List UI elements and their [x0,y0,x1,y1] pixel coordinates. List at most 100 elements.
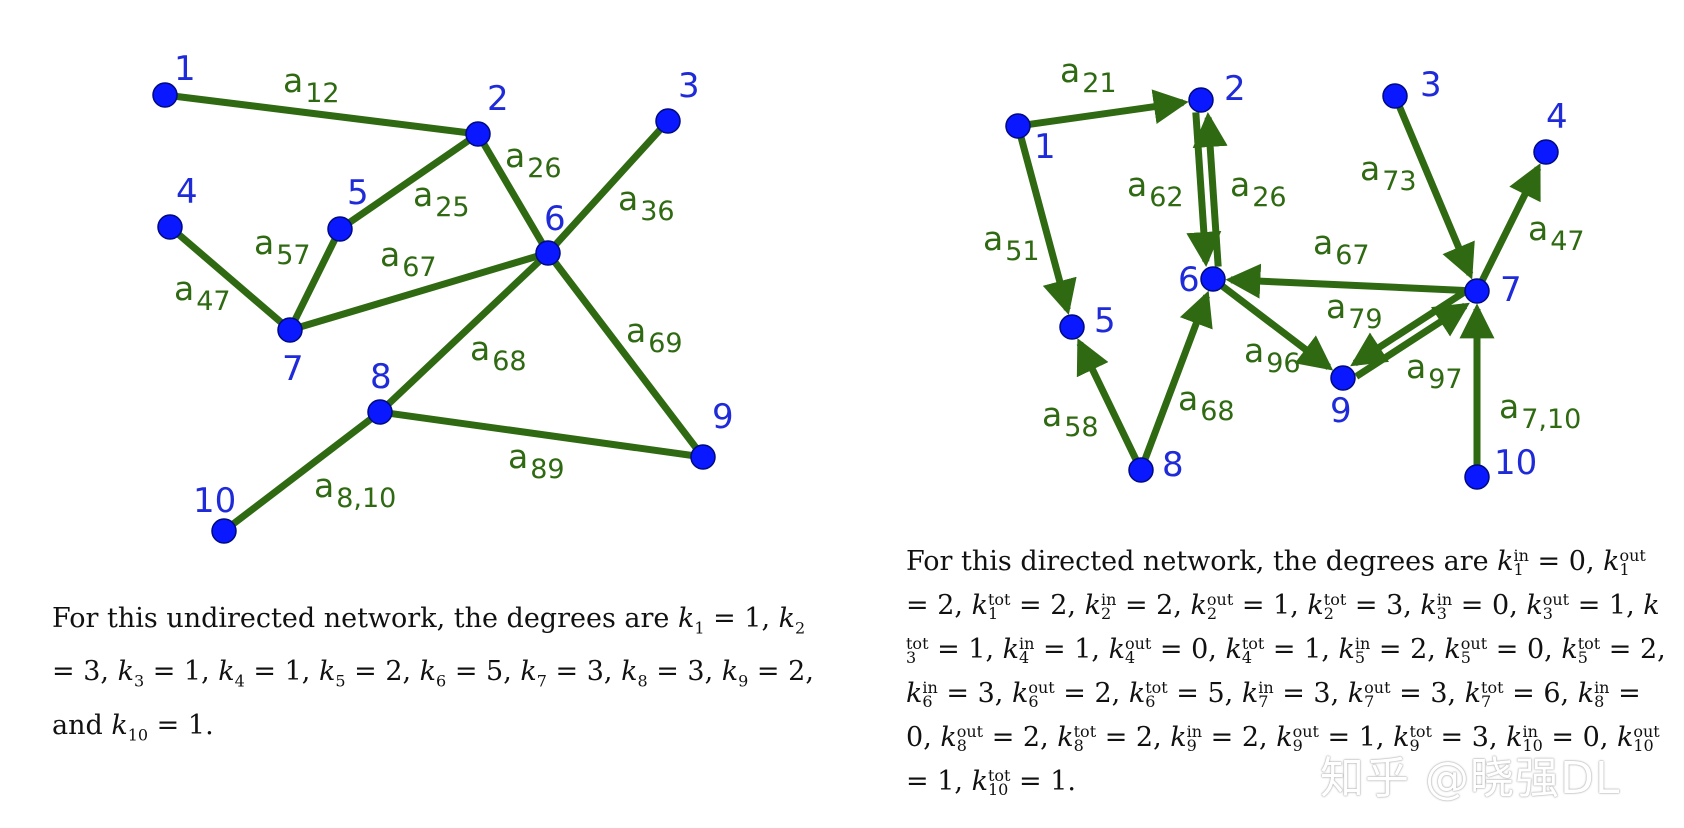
edge-8-9 [379,408,704,461]
degree-k6: k6 = 5 [419,656,504,691]
node-3 [1382,83,1408,109]
edge-label-2-5: a25 [413,175,470,223]
edge-label-3-6: a36 [618,179,675,227]
node-10 [211,518,237,544]
degree-k4: k4 = 1 [218,656,302,691]
node-6 [535,240,561,266]
node-label-3: 3 [678,66,700,106]
edge-7-9 [1350,289,1466,367]
node-10 [1464,464,1490,490]
edge-3-7 [1396,105,1475,280]
edge-8-10 [221,409,383,534]
edge-label-6-7: a67 [380,235,437,283]
edge-6-7 [288,249,550,334]
edge-label-8-9: a89 [508,437,565,485]
edge-6-9 [1220,283,1334,371]
node-label-2: 2 [487,79,509,119]
degree-k9: k9 = 2 [721,656,806,691]
edge-label-1-2: a12 [283,61,340,109]
edge-label-6-9: a69 [626,311,683,359]
edge-label-6-8: a68 [470,329,527,377]
edge-label-8-5: a58 [1042,395,1099,443]
node-1 [1005,113,1031,139]
node-4 [1533,139,1559,165]
degree-k1: k1 = 1 [677,603,762,638]
node-8 [367,399,393,425]
node-3 [655,108,681,134]
node-label-4: 4 [176,172,198,212]
edge-1-2 [164,91,479,138]
edge-7-6 [1225,263,1466,299]
node-label-7: 7 [1500,270,1522,310]
node-label-5: 5 [1094,301,1116,341]
edge-label-4-7: a47 [174,269,231,317]
node-label-2: 2 [1224,69,1246,109]
node-7 [277,317,303,343]
edge-label-8-6: a68 [1178,379,1235,427]
edge-3-6 [545,118,671,256]
edge-1-2 [1029,89,1189,128]
node-label-6: 6 [1178,260,1200,300]
node-5 [327,216,353,242]
node-label-3: 3 [1420,65,1442,105]
edge-2-6 [1186,112,1222,268]
node-label-1: 1 [1034,127,1056,167]
edge-8-5 [1076,338,1139,461]
edge-label-7-4: a47 [1528,209,1585,257]
edge-label-6-9: a96 [1244,331,1301,379]
edge-8-6 [1141,290,1213,461]
edge-label-5-7: a57 [254,223,311,271]
node-6 [1200,266,1226,292]
node-8 [1128,457,1154,483]
node-7 [1464,278,1490,304]
edge-label-8-10: a8,10 [314,466,396,514]
node-1 [152,82,178,108]
edge-label-7-6: a67 [1313,223,1370,271]
edge-label-10-7: a7,10 [1499,387,1581,435]
degree-k10: k10 = 1 [111,709,206,745]
edge-label-1-5: a51 [983,219,1040,267]
undirected-caption: For this undirected network, the degrees… [52,603,814,745]
node-label-1: 1 [174,49,196,89]
node-label-10: 10 [193,481,236,521]
edge-label-7-9: a97 [1406,347,1463,395]
node-label-8: 8 [1162,445,1184,485]
node-2 [465,121,491,147]
degree-k2: k2 = 3 [52,603,806,688]
directed-caption: For this directed network, the degrees a… [906,545,1666,799]
node-label-7: 7 [282,349,304,389]
node-label-9: 9 [1330,391,1352,431]
edge-label-6-2: a26 [1230,165,1287,213]
node-9 [1330,365,1356,391]
edge-6-2 [1192,111,1228,267]
edge-2-5 [338,131,480,232]
degree-k3: k3 = 1 [117,656,202,691]
edge-label-2-6: a26 [505,136,562,184]
node-label-4: 4 [1546,97,1568,137]
